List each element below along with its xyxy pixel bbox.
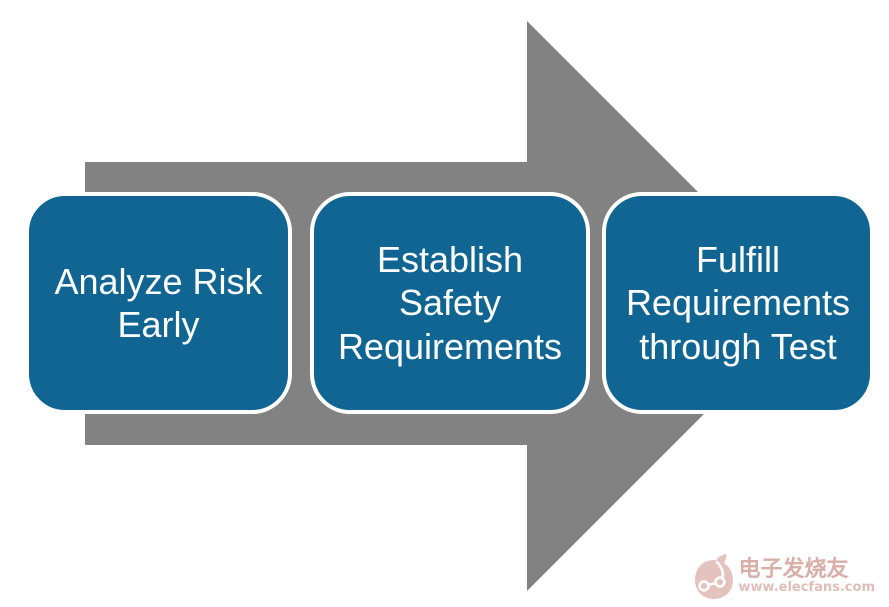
circuit-trace-logo-icon [694, 554, 733, 599]
step-box-establish-safety-requirements: Establish Safety Requirements [310, 192, 590, 414]
step-box-fulfill-requirements: Fulfill Requirements through Test [602, 192, 874, 414]
step-label: Fulfill Requirements through Test [625, 239, 851, 367]
watermark-brand: 电子发烧友 [738, 557, 849, 583]
step-box-analyze-risk: Analyze Risk Early [25, 192, 292, 414]
watermark: 电子发烧友 www.elecfans.com [693, 553, 875, 601]
step-label: Establish Safety Requirements [337, 239, 563, 367]
watermark-url: www.elecfans.com [738, 580, 875, 596]
step-label: Analyze Risk Early [54, 260, 263, 345]
watermark-text: 电子发烧友 www.elecfans.com [739, 558, 875, 595]
